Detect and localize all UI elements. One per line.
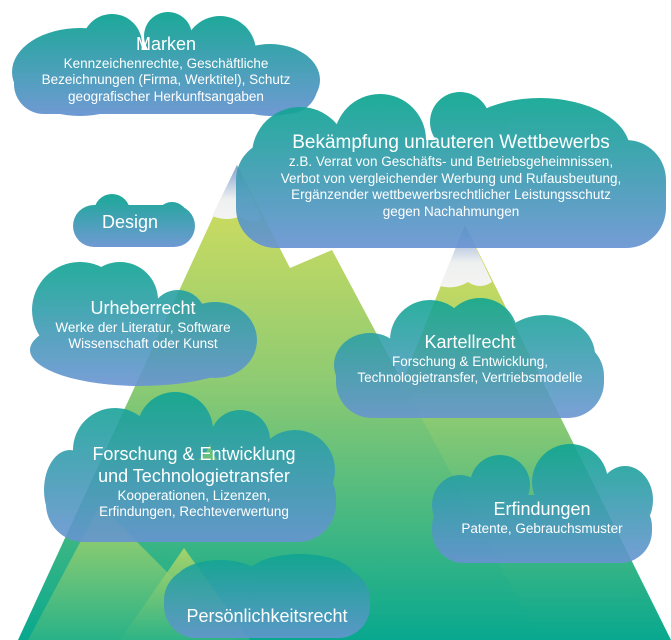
cloud-line: geografischer Herkunftsangaben	[68, 88, 264, 104]
cloud-line: Technologietransfer, Vertriebsmodelle	[357, 370, 583, 386]
cloud-title: Bekämpfung unlauteren Wettbewerbs	[292, 132, 610, 153]
cloud-kartellrecht-text: Kartellrecht Forschung & Entwicklung, Te…	[336, 332, 604, 387]
cloud-title: Persönlichkeitsrecht	[186, 606, 348, 626]
cloud-line: Patente, Gebrauchsmuster	[461, 520, 623, 536]
cloud-wettbewerb	[236, 92, 666, 248]
cloud-design-text: Design	[70, 212, 190, 234]
cloud-urheberrecht-text: Urheberrecht Werke der Literatur, Softwa…	[28, 298, 258, 353]
cloud-title: Urheberrecht	[90, 298, 196, 318]
cloud-wettbewerb-text: Bekämpfung unlauteren Wettbewerbs z.B. V…	[236, 131, 666, 220]
cloud-erfindungen	[432, 444, 653, 563]
cloud-urheberrecht	[30, 262, 257, 386]
cloud-forschung-text: Forschung & Entwicklung und Technologiet…	[50, 444, 338, 521]
cloud-design	[73, 194, 195, 247]
cloud-marken-text: Marken Kennzeichenrechte, Geschäftliche …	[14, 34, 318, 105]
cloud-kartellrecht	[334, 298, 604, 418]
cloud-line: Werke der Literatur, Software	[55, 319, 231, 335]
cloud-line: Verbot von vergleichender Werbung und Ru…	[280, 170, 622, 186]
cloud-marken	[12, 12, 320, 116]
cloud-line: Kooperationen, Lizenzen,	[117, 487, 271, 503]
cloud-line: Ergänzender wettbewerbsrechtlicher Leist…	[291, 187, 611, 203]
cloud-forschung	[44, 392, 336, 542]
cloud-line: Bezeichnungen (Firma, Werktitel), Schutz	[41, 72, 291, 88]
cloud-title: Erfindungen	[493, 499, 591, 519]
cloud-line: Wissenschaft oder Kunst	[68, 336, 218, 352]
cloud-title: Kartellrecht	[424, 332, 516, 352]
cloud-persoenlichkeitsrecht	[164, 554, 370, 638]
cloud-persoenlichkeitsrecht-text: Persönlichkeitsrecht	[164, 606, 370, 628]
cloud-title: Design	[101, 212, 159, 232]
cloud-line: Erfindungen, Rechteverwertung	[99, 504, 289, 520]
cloud-line: gegen Nachahmungen	[382, 203, 520, 219]
cloud-line: z.B. Verrat von Geschäfts- und Betriebsg…	[288, 154, 614, 170]
snow-cap-right	[440, 225, 492, 288]
cloud-title: Marken	[135, 34, 197, 54]
cloud-erfindungen-text: Erfindungen Patente, Gebrauchsmuster	[432, 499, 652, 537]
cloud-line: Forschung & Entwicklung,	[391, 353, 549, 369]
cloud-line: Kennzeichenrechte, Geschäftliche	[63, 55, 269, 71]
cloud-title: Forschung & Entwicklung	[92, 444, 296, 464]
cloud-title-line2: und Technologietransfer	[98, 465, 290, 486]
